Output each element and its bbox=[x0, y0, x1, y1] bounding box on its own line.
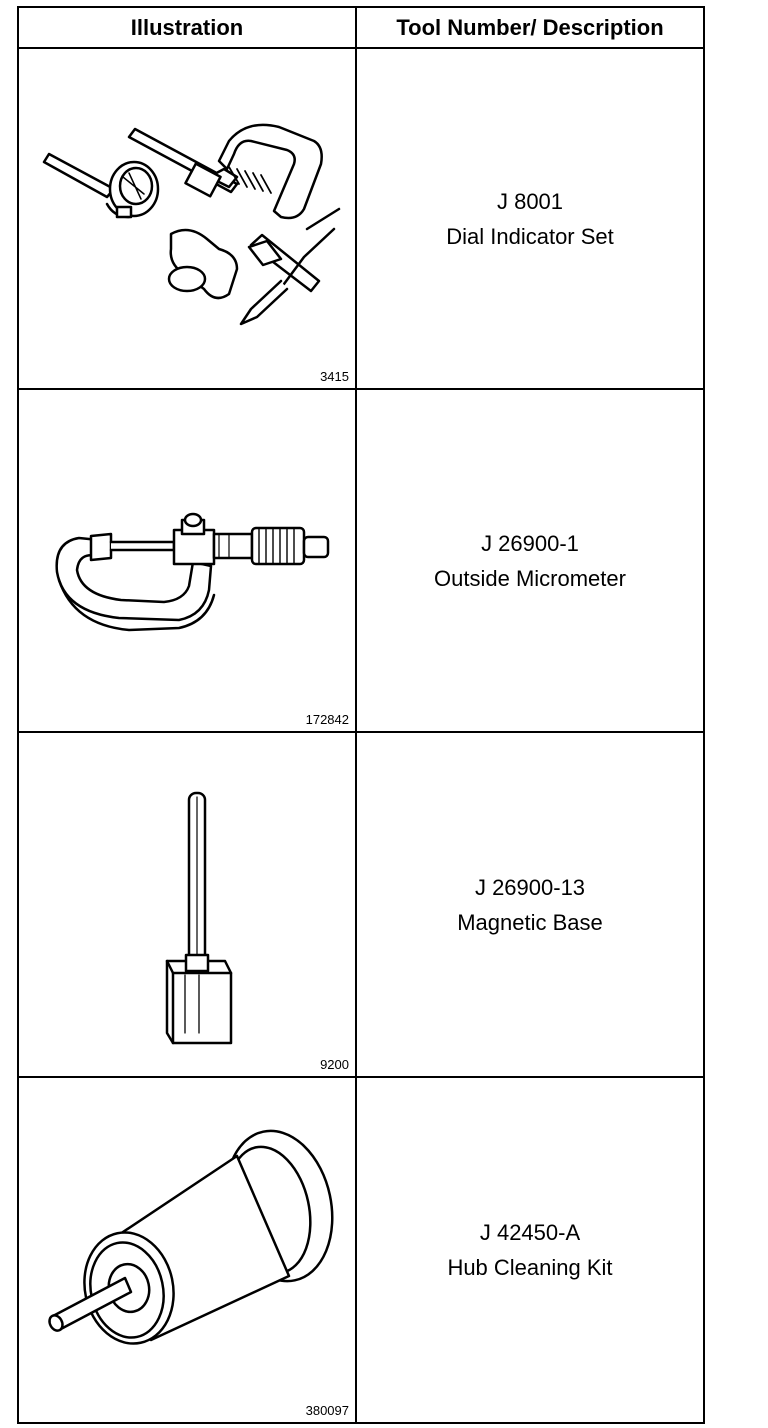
figure-number: 172842 bbox=[305, 712, 349, 727]
illustration-header: Illustration bbox=[19, 8, 357, 47]
tool-number: J 26900-1 bbox=[481, 530, 579, 556]
tool-table: Illustration Tool Number/ Description bbox=[17, 6, 705, 1424]
description-cell: J 42450-A Hub Cleaning Kit bbox=[357, 1078, 703, 1422]
table-row: 380097 J 42450-A Hub Cleaning Kit bbox=[19, 1078, 703, 1422]
table-row: 172842 J 26900-1 Outside Micrometer bbox=[19, 390, 703, 733]
table-row: 9200 J 26900-13 Magnetic Base bbox=[19, 733, 703, 1078]
tool-number: J 42450-A bbox=[479, 1220, 581, 1245]
figure-number: 3415 bbox=[320, 369, 349, 384]
illustration-cell: 380097 bbox=[19, 1078, 357, 1422]
description-cell: J 26900-1 Outside Micrometer bbox=[357, 390, 703, 731]
table-row: 3415 J 8001 Dial Indicator Set bbox=[19, 49, 703, 390]
tool-description: Magnetic Base bbox=[457, 909, 603, 935]
tool-description: Hub Cleaning Kit bbox=[447, 1255, 613, 1280]
tool-number: J 8001 bbox=[496, 188, 564, 214]
hub-cleaning-kit-icon bbox=[48, 1129, 334, 1345]
dial-indicator-set-icon bbox=[42, 123, 341, 326]
outside-micrometer-icon bbox=[55, 512, 330, 632]
figure-number: 380097 bbox=[305, 1403, 349, 1418]
description-cell: J 26900-13 Magnetic Base bbox=[357, 733, 703, 1076]
magnetic-base-icon bbox=[165, 791, 233, 1045]
table-header: Illustration Tool Number/ Description bbox=[19, 8, 703, 49]
figure-number: 9200 bbox=[320, 1057, 349, 1072]
illustration-cell: 172842 bbox=[19, 390, 357, 731]
tool-number: J 26900-13 bbox=[474, 874, 586, 900]
tool-description: Outside Micrometer bbox=[434, 565, 626, 591]
illustration-cell: 9200 bbox=[19, 733, 357, 1076]
tool-description: Dial Indicator Set bbox=[446, 223, 614, 249]
illustration-cell: 3415 bbox=[19, 49, 357, 388]
description-header: Tool Number/ Description bbox=[396, 14, 664, 40]
description-cell: J 8001 Dial Indicator Set bbox=[357, 49, 703, 388]
